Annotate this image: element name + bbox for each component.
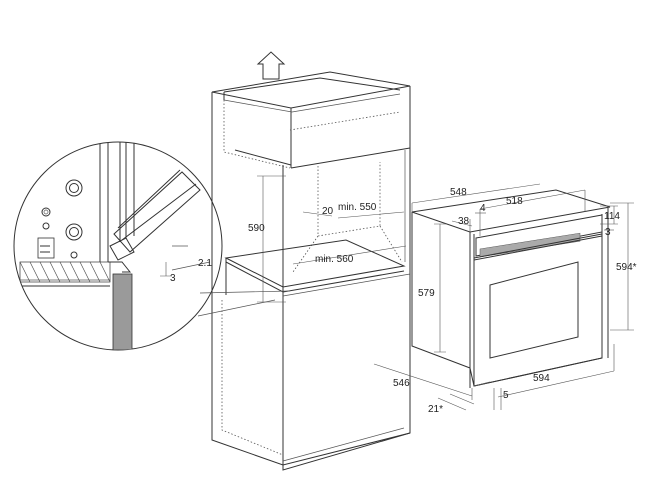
door-5-label: 5 [503, 390, 509, 401]
oven-body-height-label: 579 [418, 288, 435, 299]
niche-width-label: min. 550 [338, 202, 377, 213]
angle-21-label: 21* [428, 404, 443, 415]
cabinet [211, 71, 411, 471]
oven-width-label: 548 [450, 187, 467, 198]
niche-dimensions: 590 20 min. 550 min. 560 [248, 175, 407, 303]
oven-front-width-label: 594 [533, 373, 550, 384]
panel-114-label: 114 [604, 211, 620, 222]
detail-magnifier: 2.1 3 [13, 141, 291, 351]
niche-20-label: 20 [322, 206, 334, 217]
detail-3-label: 3 [170, 273, 176, 284]
oven-depth-label: 546 [393, 378, 410, 389]
panel-3-label: 3 [605, 227, 611, 238]
oven-inner-width-label: 518 [506, 196, 523, 207]
oven-dimensions: 548 518 4 38 114 3 594* 579 594 546 21* … [373, 183, 637, 415]
detail-gap-label: 2.1 [198, 258, 212, 269]
depth-38-label: 38 [458, 216, 470, 227]
panel-4-label: 4 [480, 203, 486, 214]
niche-depth-label: min. 560 [315, 254, 354, 265]
niche-height-label: 590 [248, 223, 265, 234]
ventilation-arrow-icon [256, 51, 286, 80]
oven-height-label: 594* [616, 262, 637, 273]
oven-unit [411, 189, 611, 388]
